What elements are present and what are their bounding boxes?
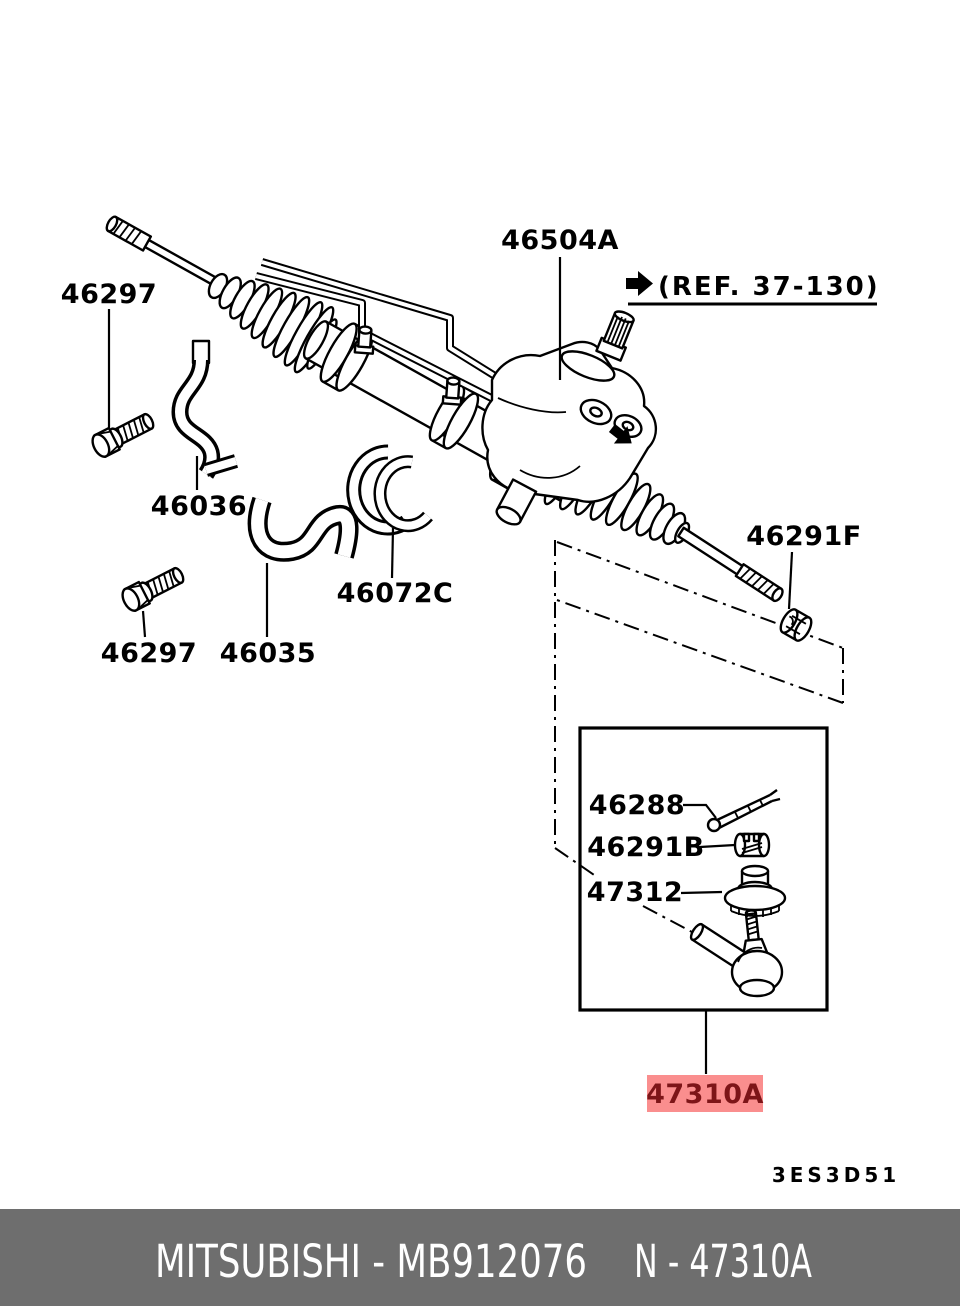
highlight-box <box>647 1075 763 1112</box>
ref-note: (REF. 37-130) <box>628 272 880 306</box>
part-label-46072c: 46072C <box>337 578 454 609</box>
leader-lines <box>107 257 794 1074</box>
steering-rack-drawing <box>88 215 813 642</box>
lock-nut <box>779 608 813 642</box>
footer-bar: MITSUBISHI - MB912076 N - 47310A <box>0 1209 960 1306</box>
projection-connector <box>554 847 693 933</box>
part-label-46036: 46036 <box>151 491 247 522</box>
valve-housing <box>481 310 657 526</box>
footer-background <box>0 1209 960 1306</box>
part-label-46297-bottom: 46297 <box>101 638 197 669</box>
part-label-46291f: 46291F <box>746 521 861 552</box>
part-label-46288: 46288 <box>589 790 685 821</box>
part-label-46504a: 46504A <box>501 225 619 256</box>
ref-arrow-icon <box>626 271 653 296</box>
bolt-46297-top <box>88 407 159 461</box>
part-label-47310a: 47310A <box>646 1079 764 1110</box>
pinion-cap <box>495 478 538 526</box>
pipe-union <box>353 324 376 355</box>
footer-text-ref: N - 47310A <box>634 1235 812 1288</box>
part-label-46291b: 46291B <box>587 832 705 863</box>
tie-rod-shaft <box>105 215 221 288</box>
footer-text-brand: MITSUBISHI - MB912076 <box>155 1235 587 1288</box>
pipe-union <box>441 375 464 406</box>
input-shaft <box>595 310 635 362</box>
inner-tie-rod <box>677 526 784 603</box>
clamp-46072c <box>346 444 433 536</box>
part-label-46035: 46035 <box>220 638 316 669</box>
part-label-46297-top: 46297 <box>61 279 157 310</box>
bracket-46035 <box>247 496 359 562</box>
detail-box <box>578 726 829 1012</box>
dust-cover <box>723 864 787 918</box>
highlighted-part-callout: 47310A <box>646 1075 764 1112</box>
ref-note-text: (REF. 37-130) <box>658 272 880 302</box>
diagram-code: 3ES3D51 <box>772 1163 900 1187</box>
tie-rod-end <box>689 909 784 998</box>
valve-cap <box>560 350 616 382</box>
bolt-46297-bottom <box>118 561 189 615</box>
bracket-46036 <box>171 339 239 479</box>
part-label-47312: 47312 <box>587 877 683 908</box>
direction-arrow-icon <box>608 424 632 444</box>
castle-nut <box>733 832 771 858</box>
cotter-pin <box>706 789 781 833</box>
